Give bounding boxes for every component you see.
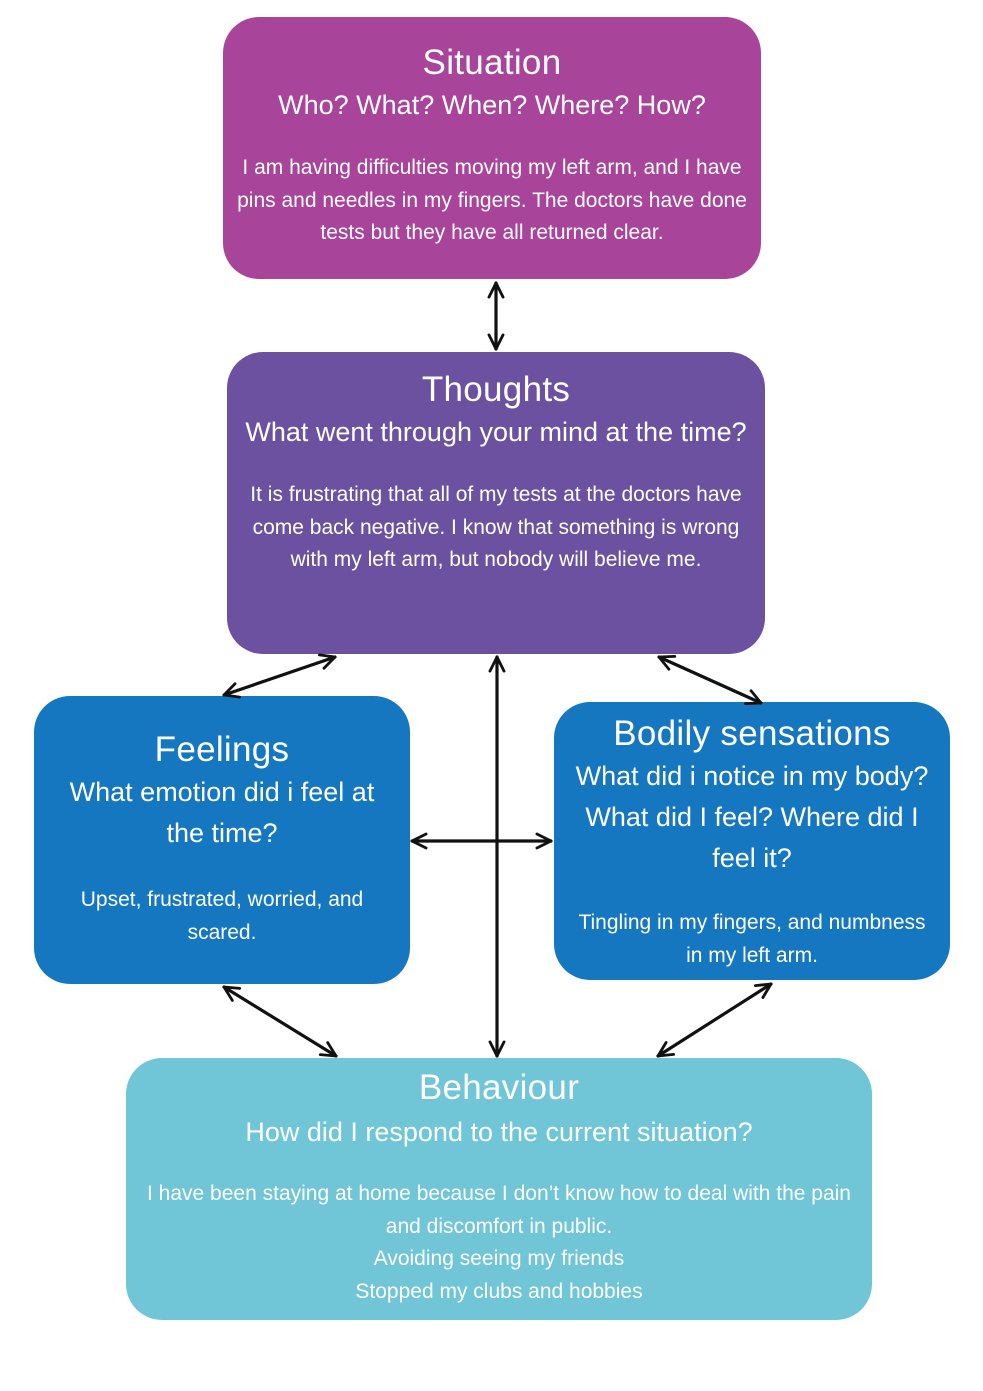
- behaviour-body-line: Stopped my clubs and hobbies: [355, 1279, 643, 1303]
- feelings-question: What emotion did i feel at the time?: [69, 777, 375, 848]
- feelings-box: Feelings What emotion did i feel at the …: [34, 696, 410, 984]
- situation-question: Who? What? When? Where? How?: [278, 90, 706, 120]
- bodily-sensations-body: Tingling in my fingers, and numbness in …: [578, 911, 926, 967]
- situation-title: Situation: [422, 43, 562, 82]
- arrow-thoughts-bodily: [657, 654, 763, 706]
- feelings-body: Upset, frustrated, worried, and scared.: [80, 888, 364, 944]
- thoughts-body: It is frustrating that all of my tests a…: [250, 483, 742, 571]
- situation-box: Situation Who? What? When? Where? How? I…: [223, 17, 761, 279]
- thoughts-question: What went through your mind at the time?: [245, 417, 747, 447]
- arrow-thoughts-feelings: [222, 653, 337, 699]
- thoughts-box: Thoughts What went through your mind at …: [227, 352, 765, 654]
- behaviour-title: Behaviour: [418, 1068, 580, 1107]
- behaviour-body-line: Avoiding seeing my friends: [373, 1247, 625, 1270]
- behaviour-body-line: I have been staying at home because I do…: [147, 1182, 851, 1238]
- feelings-title: Feelings: [154, 730, 290, 769]
- arrow-feelings-behaviour: [222, 985, 338, 1058]
- bodily-sensations-question: What did i notice in my body? What did I…: [575, 761, 929, 873]
- arrow-bodily-behaviour: [656, 982, 773, 1058]
- behaviour-body: I have been staying at home because I do…: [136, 1178, 862, 1308]
- bodily-sensations-box: Bodily sensations What did i notice in m…: [554, 702, 950, 980]
- thoughts-title: Thoughts: [421, 370, 571, 409]
- situation-body: I am having difficulties moving my left …: [237, 156, 747, 244]
- behaviour-box: Behaviour How did I respond to the curre…: [126, 1058, 872, 1320]
- behaviour-question: How did I respond to the current situati…: [245, 1117, 753, 1147]
- bodily-sensations-title: Bodily sensations: [613, 714, 891, 753]
